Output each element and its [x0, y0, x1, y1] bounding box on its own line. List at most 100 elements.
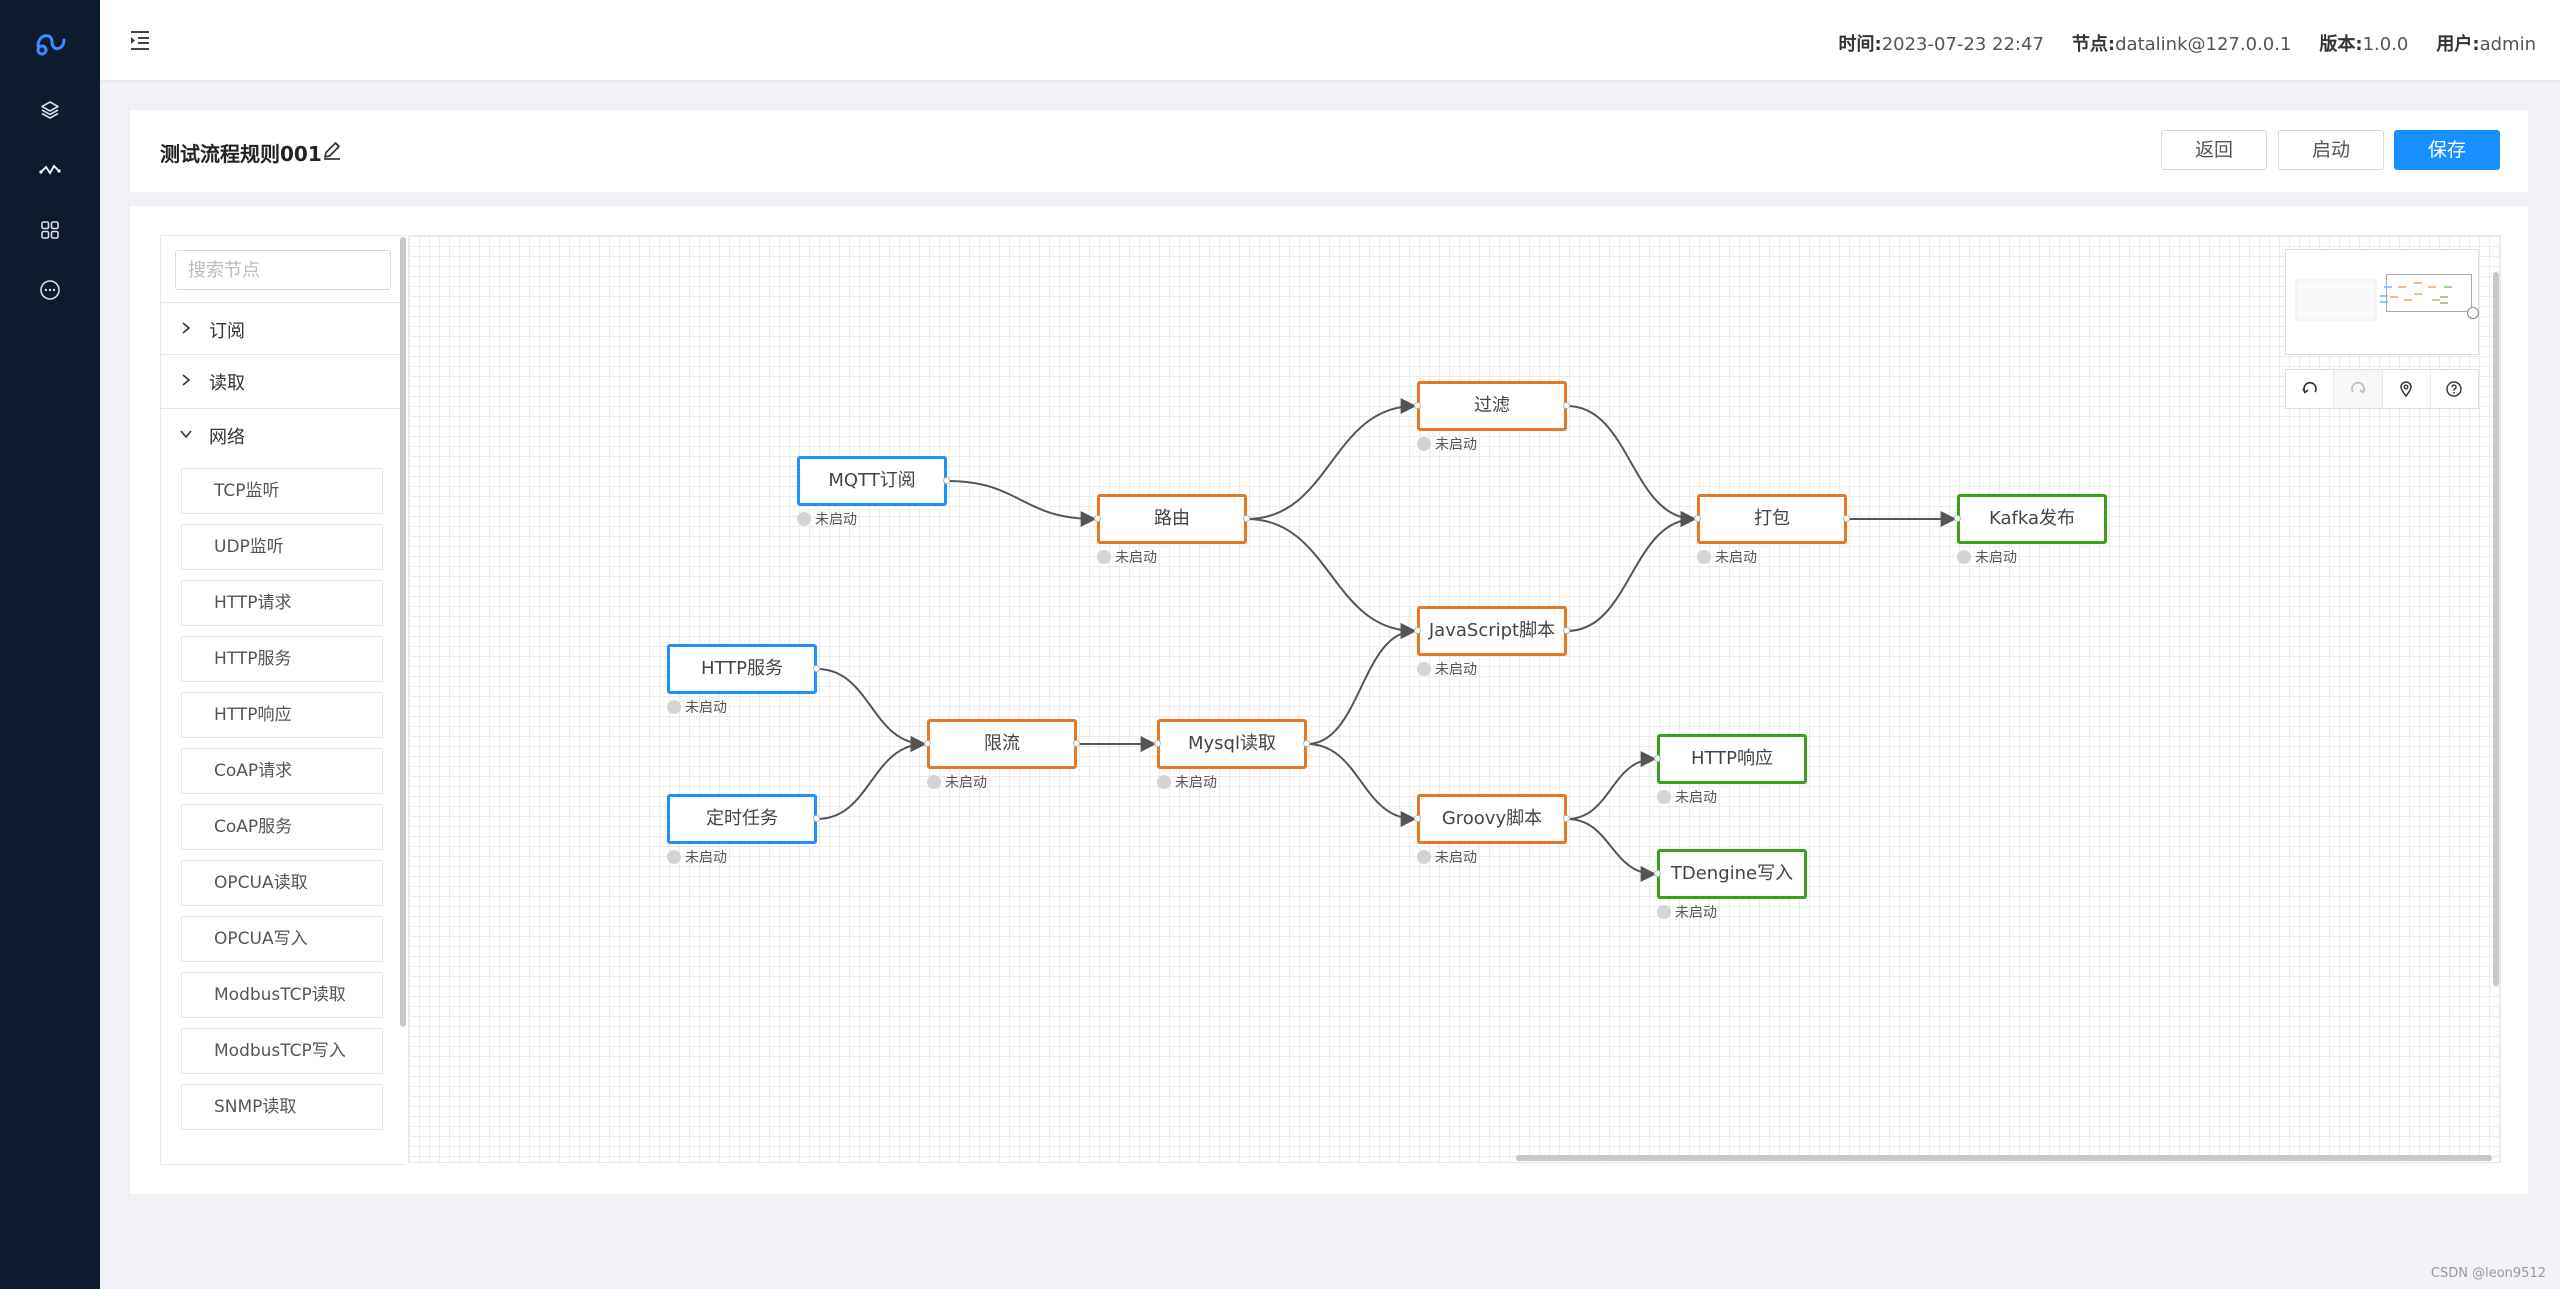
left-nav	[0, 0, 100, 1289]
edge-mqtt-router[interactable]	[946, 480, 1097, 527]
palette-item[interactable]: HTTP响应	[181, 692, 383, 738]
user-info[interactable]: 用户:admin	[2436, 34, 2536, 55]
palette-item[interactable]: UDP监听	[181, 524, 383, 570]
output-port[interactable]	[813, 665, 820, 672]
output-port[interactable]	[1563, 402, 1570, 409]
node-status-text: 未启动	[1435, 662, 1477, 678]
palette-item[interactable]: OPCUA读取	[181, 860, 383, 906]
palette-item[interactable]: ModbusTCP写入	[181, 1028, 383, 1074]
status-dot-icon	[1097, 550, 1111, 564]
edge-mysql-groovy[interactable]	[1306, 743, 1417, 827]
more-icon[interactable]	[38, 278, 62, 302]
output-port[interactable]	[1243, 515, 1250, 522]
palette-item[interactable]: HTTP服务	[181, 636, 383, 682]
palette-item[interactable]: CoAP请求	[181, 748, 383, 794]
flow-node-ratelimit[interactable]: 限流	[927, 719, 1077, 769]
node-search-input[interactable]	[175, 250, 391, 290]
flow-node-tdengine[interactable]: TDengine写入	[1657, 849, 1807, 899]
flow-node-http_service[interactable]: HTTP服务	[667, 644, 817, 694]
flow-title: 测试流程规则001	[160, 142, 322, 166]
minimap[interactable]	[2285, 249, 2479, 355]
input-port[interactable]	[1414, 402, 1421, 409]
flow-node-router[interactable]: 路由	[1097, 494, 1247, 544]
status-dot-icon	[667, 850, 681, 864]
layers-icon[interactable]	[38, 98, 62, 122]
edit-icon[interactable]	[320, 138, 344, 162]
edge-router-js[interactable]	[1246, 518, 1417, 639]
flow-node-pack[interactable]: 打包	[1697, 494, 1847, 544]
back-button[interactable]: 返回	[2161, 130, 2267, 170]
version-info: 版本:1.0.0	[2319, 34, 2409, 55]
palette-item[interactable]: CoAP服务	[181, 804, 383, 850]
location-pin-icon	[2400, 381, 2412, 398]
output-port[interactable]	[1563, 815, 1570, 822]
output-port[interactable]	[943, 477, 950, 484]
input-port[interactable]	[1654, 870, 1661, 877]
input-port[interactable]	[1094, 515, 1101, 522]
flow-node-timer[interactable]: 定时任务	[667, 794, 817, 844]
apps-icon[interactable]	[38, 218, 62, 242]
input-port[interactable]	[924, 740, 931, 747]
flow-node-http_resp[interactable]: HTTP响应	[1657, 734, 1807, 784]
status-dot-icon	[1417, 437, 1431, 451]
edge-timer-ratelimit[interactable]	[816, 736, 927, 820]
node-status: 未启动	[797, 512, 857, 528]
node-status-text: 未启动	[1435, 850, 1477, 866]
palette-scrollbar[interactable]	[400, 237, 406, 1027]
flow-icon[interactable]	[38, 158, 62, 182]
redo-button[interactable]	[2334, 370, 2383, 408]
input-port[interactable]	[1414, 815, 1421, 822]
group-read[interactable]: 读取	[161, 354, 406, 406]
help-button[interactable]	[2431, 370, 2478, 408]
edge-filter-pack[interactable]	[1566, 405, 1697, 527]
input-port[interactable]	[1414, 627, 1421, 634]
flow-node-mysql[interactable]: Mysql读取	[1157, 719, 1307, 769]
status-dot-icon	[1697, 550, 1711, 564]
node-status-text: 未启动	[1675, 790, 1717, 806]
flow-node-kafka[interactable]: Kafka发布	[1957, 494, 2107, 544]
edge-groovy-http_resp[interactable]	[1566, 751, 1657, 820]
output-port[interactable]	[1073, 740, 1080, 747]
input-port[interactable]	[1954, 515, 1961, 522]
time-info: 时间:2023-07-23 22:47	[1838, 34, 2044, 55]
palette-item[interactable]: OPCUA写入	[181, 916, 383, 962]
node-status: 未启动	[1417, 662, 1477, 678]
node-status-text: 未启动	[815, 512, 857, 528]
palette-item[interactable]: SNMP读取	[181, 1084, 383, 1130]
save-button[interactable]: 保存	[2394, 130, 2500, 170]
palette-item[interactable]: HTTP请求	[181, 580, 383, 626]
output-port[interactable]	[1843, 515, 1850, 522]
flow-node-js[interactable]: JavaScript脚本	[1417, 606, 1567, 656]
minimap-resize-handle[interactable]	[2467, 307, 2479, 319]
logo-icon[interactable]	[30, 24, 70, 64]
input-port[interactable]	[1154, 740, 1161, 747]
canvas-horizontal-scrollbar[interactable]	[1516, 1155, 2492, 1161]
canvas-vertical-scrollbar[interactable]	[2493, 272, 2499, 986]
flow-node-groovy[interactable]: Groovy脚本	[1417, 794, 1567, 844]
output-port[interactable]	[1303, 740, 1310, 747]
edge-http_service-ratelimit[interactable]	[816, 668, 927, 752]
output-port[interactable]	[813, 815, 820, 822]
edge-js-pack[interactable]	[1566, 511, 1697, 632]
menu-toggle-icon[interactable]	[128, 28, 152, 52]
input-port[interactable]	[1654, 755, 1661, 762]
group-network[interactable]: 网络	[161, 408, 406, 460]
group-subscribe[interactable]: 订阅	[161, 302, 406, 354]
undo-button[interactable]	[2286, 370, 2335, 408]
flow-node-mqtt[interactable]: MQTT订阅	[797, 456, 947, 506]
minimap-viewport[interactable]	[2386, 274, 2472, 312]
flow-node-filter[interactable]: 过滤	[1417, 381, 1567, 431]
locate-button[interactable]	[2383, 370, 2431, 408]
palette-item[interactable]: TCP监听	[181, 468, 383, 514]
status-dot-icon	[1417, 662, 1431, 676]
node-status-text: 未启动	[685, 700, 727, 716]
edge-router-filter[interactable]	[1246, 398, 1417, 520]
undo-icon	[2301, 381, 2317, 394]
edge-mysql-js[interactable]	[1306, 623, 1417, 745]
palette-item[interactable]: ModbusTCP读取	[181, 972, 383, 1018]
input-port[interactable]	[1694, 515, 1701, 522]
start-button[interactable]: 启动	[2278, 130, 2384, 170]
output-port[interactable]	[1563, 627, 1570, 634]
edge-groovy-tdengine[interactable]	[1566, 818, 1657, 882]
